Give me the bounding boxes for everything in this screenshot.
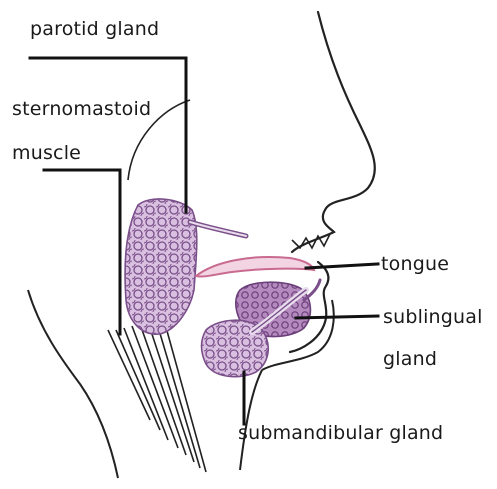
sternomastoid-leader	[44, 170, 120, 334]
tongue	[196, 257, 314, 277]
sternomastoid-label-line2: muscle	[12, 142, 81, 164]
tongue-leader	[306, 264, 378, 268]
submandibular-gland-label: submandibular gland	[238, 422, 443, 444]
neck-back-outline	[28, 290, 118, 478]
tongue-label: tongue	[381, 253, 449, 275]
sublingual-label-line2: gland	[383, 348, 437, 370]
sublingual-label-line1: sublingual	[383, 306, 483, 328]
sublingual-leader	[296, 316, 378, 318]
parotid-gland-label: parotid gland	[30, 18, 159, 40]
sternomastoid-muscle	[108, 320, 206, 472]
parotid-duct-outline	[190, 222, 246, 236]
parotid-gland	[125, 199, 197, 334]
parotid-leader	[30, 58, 186, 212]
face-profile-outline	[292, 12, 375, 252]
sternomastoid-label-line1: sternomastoid	[12, 98, 151, 120]
